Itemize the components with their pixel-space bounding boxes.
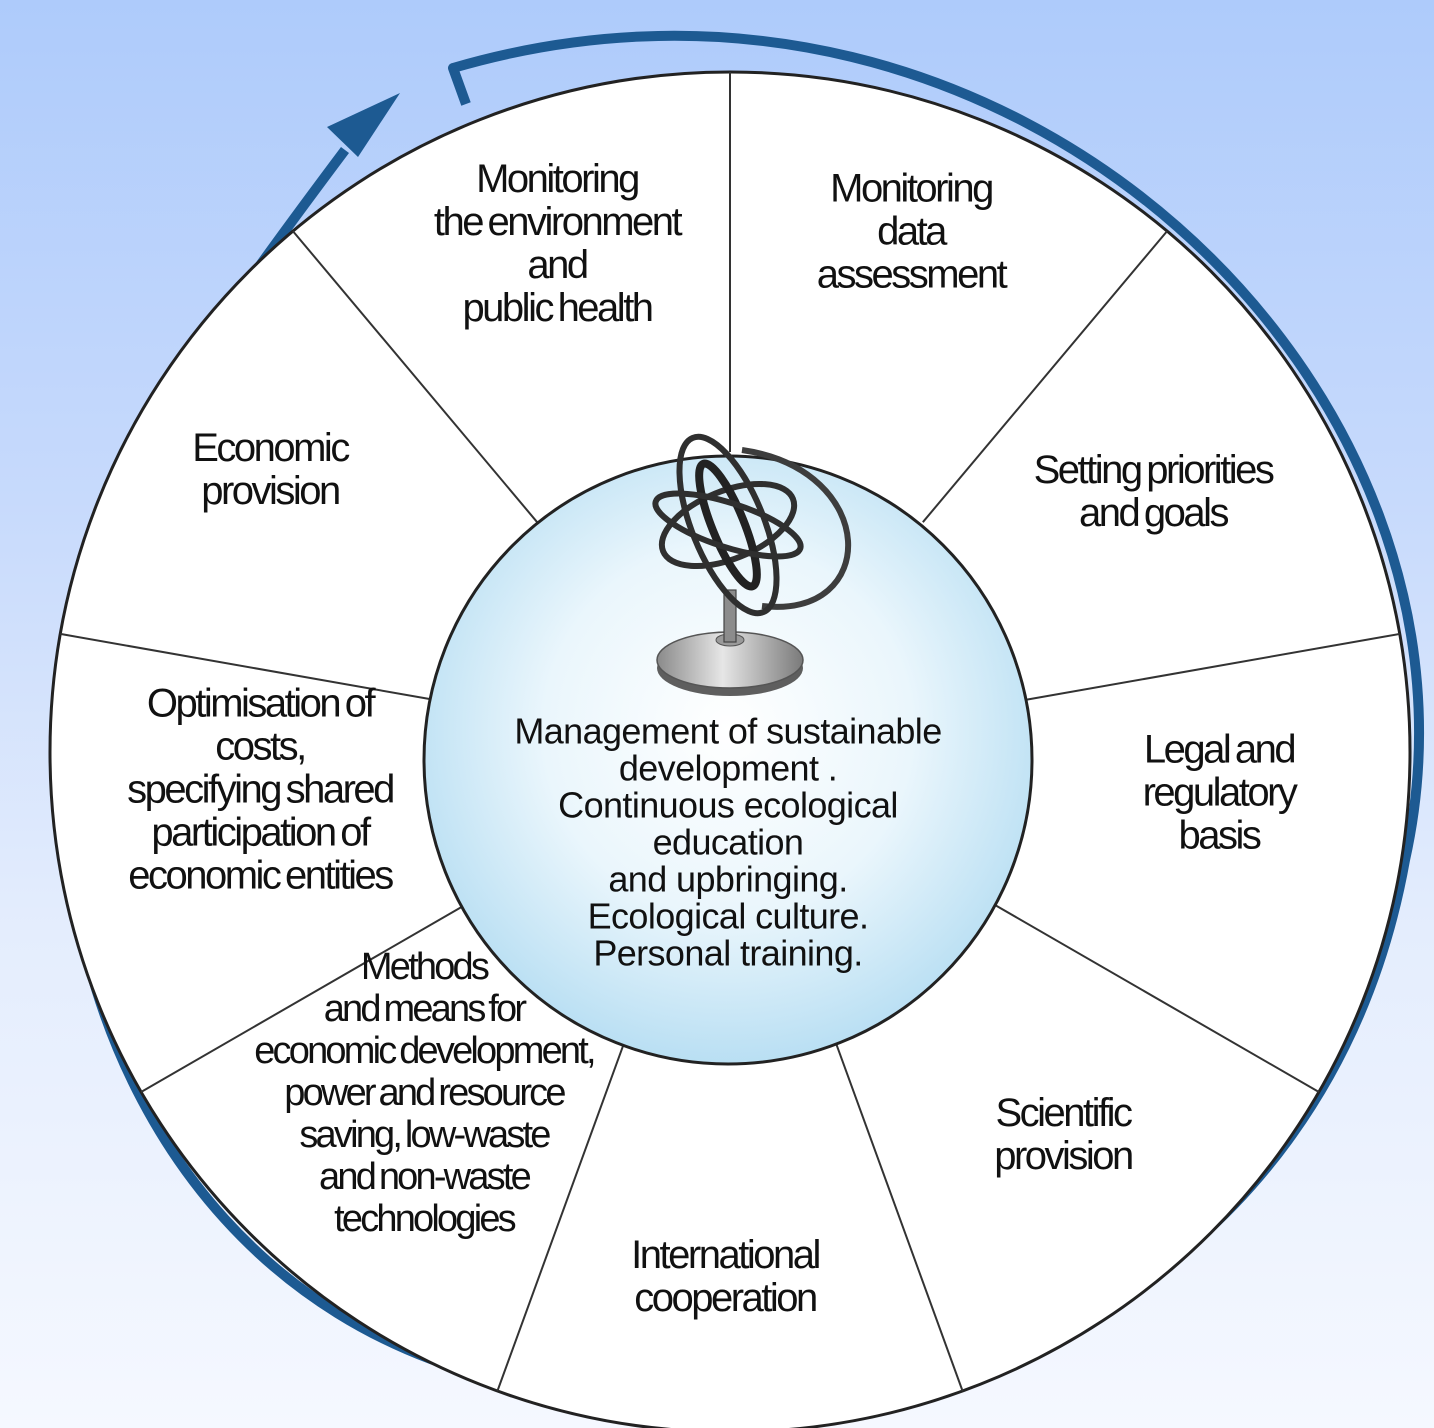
segment-label-optimisation-of-costs: Optimisation of costs, specifying shared… — [127, 681, 395, 898]
spoke-line — [140, 901, 471, 1093]
spoke-line — [922, 230, 1168, 523]
segment-label-legal-regulatory-basis: Legal and regulatory basis — [1142, 727, 1298, 858]
segment-label-monitoring-environment: Monitoring the environment and public he… — [433, 157, 683, 330]
spoke-line — [292, 230, 538, 523]
spoke-line — [60, 632, 435, 701]
segment-label-methods-and-means: Methods and means for economic developme… — [254, 946, 596, 1240]
segment-label-international-cooperation: International cooperation — [631, 1233, 821, 1320]
spoke-line — [1025, 632, 1400, 701]
armillary-sphere-icon — [652, 433, 852, 696]
spoke-line — [989, 901, 1320, 1093]
segment-label-scientific-provision: Scientific provision — [994, 1091, 1134, 1178]
wheel-spokes — [60, 72, 1400, 1392]
spoke-line — [496, 1033, 629, 1392]
spoke-line — [831, 1033, 964, 1392]
cycle-arrowhead — [327, 93, 400, 157]
segment-label-setting-priorities: Setting priorities and goals — [1033, 448, 1275, 535]
center-label: Management of sustainable development . … — [514, 710, 942, 974]
segment-label-economic-provision: Economic provision — [192, 426, 350, 513]
segment-label-monitoring-data-assessment: Monitoring data assessment — [816, 166, 1008, 297]
